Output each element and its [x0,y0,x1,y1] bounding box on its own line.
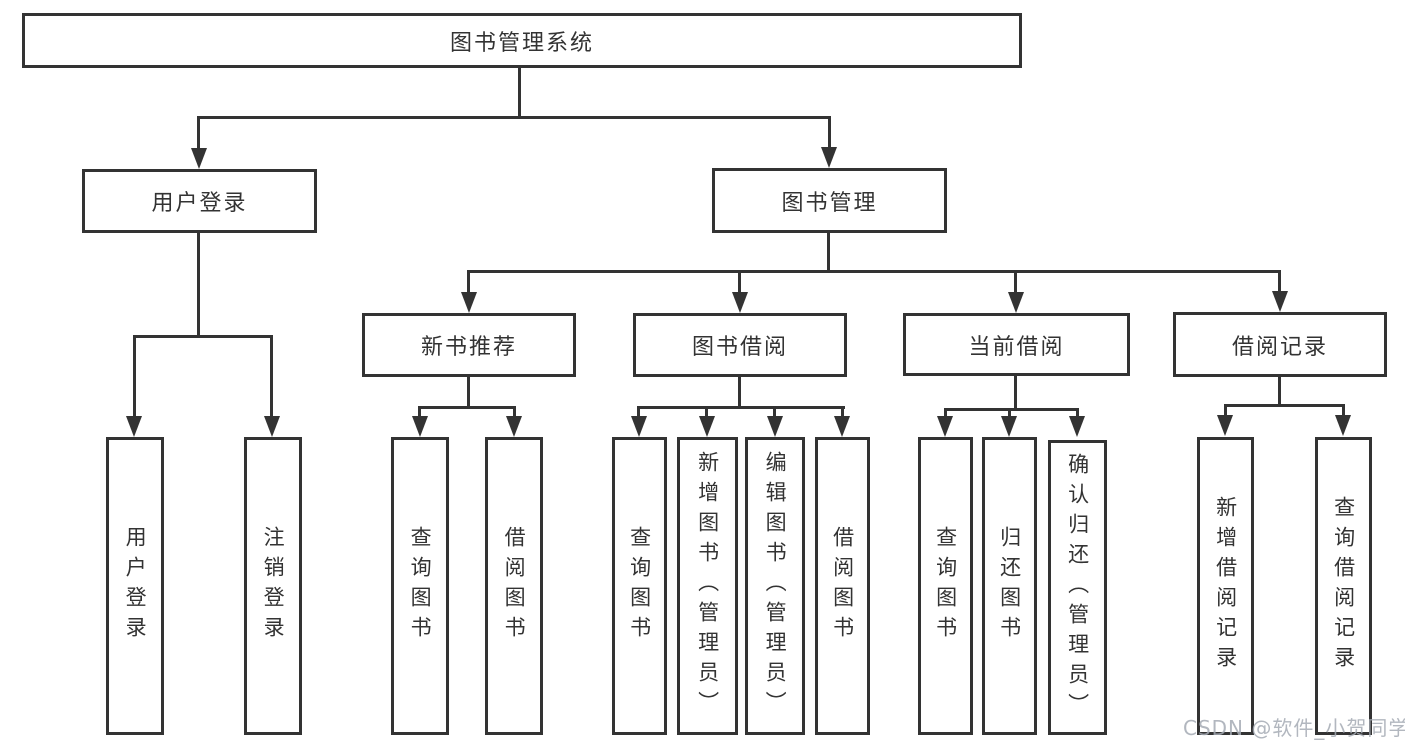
node-label: 借阅记录 [1231,334,1328,360]
leaf-borrow-borrow-books: 借阅图书 [815,437,870,735]
connector-line [637,406,845,409]
connector-line [418,406,421,420]
node-label: 用户登录 [151,191,248,216]
leaf-recommend-borrow-books: 借阅图书 [485,437,543,735]
node-label: 当前借阅 [968,334,1065,360]
arrowhead-icon [631,416,647,437]
connector-line [513,406,516,420]
leaf-label: 借阅图书 [502,526,527,646]
node-book-borrow: 图书借阅 [633,313,847,377]
connector-line [827,233,830,273]
node-current-borrow: 当前借阅 [903,313,1130,376]
node-book-management: 图书管理 [712,168,947,233]
arrowhead-icon [834,416,850,437]
connector-line [705,406,708,420]
leaf-borrow-query-books: 查询图书 [612,437,667,735]
arrowhead-icon [506,416,522,437]
connector-line [467,270,1281,273]
arrowhead-icon [191,148,207,169]
connector-line [467,377,470,409]
leaf-borrow-edit-books-admin: 编辑图书（管理员） [745,437,805,735]
arrowhead-icon [412,416,428,437]
node-library-system: 图书管理系统 [22,13,1022,68]
arrowhead-icon [461,292,477,313]
connector-line [637,406,640,420]
node-label: 图书管理系统 [449,30,594,56]
arrowhead-icon [937,416,953,437]
node-user-login: 用户登录 [82,169,317,233]
connector-line [1342,404,1345,418]
connector-line [1224,404,1227,418]
leaf-label: 编辑图书（管理员） [763,451,788,721]
leaf-borrow-add-books-admin: 新增图书（管理员） [677,437,738,735]
leaf-logout: 注销登录 [244,437,302,735]
leaf-label: 用户登录 [123,526,148,646]
connector-line [197,233,200,338]
leaf-user-login: 用户登录 [106,437,164,735]
connector-line [133,335,273,338]
leaf-current-return-books: 归还图书 [982,437,1037,735]
arrowhead-icon [767,416,783,437]
leaf-label: 查询图书 [408,526,433,646]
arrowhead-icon [264,416,280,437]
leaf-current-query-books: 查询图书 [918,437,973,735]
connector-line [1224,404,1345,407]
node-label: 新书推荐 [420,335,517,360]
connector-line [841,406,844,420]
connector-line [197,116,200,152]
leaf-label: 查询图书 [933,526,958,646]
leaf-label: 归还图书 [997,526,1022,646]
connector-line [944,408,1079,411]
connector-line [270,335,273,417]
leaf-records-add-record: 新增借阅记录 [1197,437,1254,735]
node-label: 图书管理 [781,190,878,216]
arrowhead-icon [1008,292,1024,313]
node-borrow-records: 借阅记录 [1173,312,1387,377]
leaf-label: 新增借阅记录 [1213,496,1238,676]
connector-line [197,116,831,119]
arrowhead-icon [821,147,837,168]
connector-line [133,335,136,417]
connector-line [828,116,831,152]
leaf-label: 借阅图书 [830,526,855,646]
connector-line [1008,408,1011,420]
arrowhead-icon [1335,415,1351,436]
connector-line [518,66,521,119]
connector-line [1014,375,1017,411]
connector-line [1014,270,1017,296]
leaf-records-query-record: 查询借阅记录 [1315,437,1372,735]
leaf-label: 查询图书 [627,526,652,646]
arrowhead-icon [1001,416,1017,437]
node-new-book-recommend: 新书推荐 [362,313,576,377]
connector-line [1278,377,1281,407]
arrowhead-icon [126,416,142,437]
connector-line [738,270,741,296]
node-label: 图书借阅 [691,335,788,360]
leaf-current-confirm-return-admin: 确认归还（管理员） [1048,440,1107,735]
connector-line [773,406,776,420]
connector-line [418,406,516,409]
connector-line [1076,408,1079,420]
arrowhead-icon [1272,291,1288,312]
leaf-label: 注销登录 [261,526,286,646]
arrowhead-icon [1069,416,1085,437]
leaf-label: 确认归还（管理员） [1065,452,1090,723]
leaf-recommend-query-books: 查询图书 [391,437,449,735]
leaf-label: 新增图书（管理员） [695,451,720,721]
arrowhead-icon [732,292,748,313]
leaf-label: 查询借阅记录 [1331,496,1356,676]
connector-line [467,270,470,296]
arrowhead-icon [1217,415,1233,436]
connector-line [1278,270,1281,296]
connector-line [738,377,741,409]
arrowhead-icon [699,416,715,437]
watermark-text: CSDN @软件_小贺同学 [1183,716,1405,740]
connector-line [944,408,947,420]
